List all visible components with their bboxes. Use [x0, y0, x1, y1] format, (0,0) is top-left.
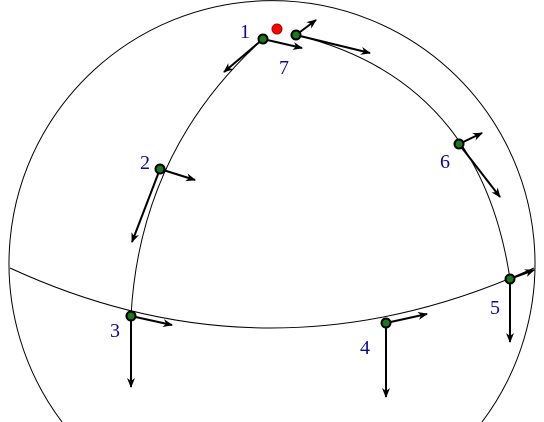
nodes — [125, 23, 516, 329]
sphere-outline — [8, 0, 536, 422]
arrow-7b — [295, 34, 371, 55]
node-5 — [504, 273, 516, 285]
left-meridian-arc — [130, 38, 264, 317]
label-2: 2 — [140, 152, 150, 174]
node-7 — [290, 29, 302, 41]
arrow-2b — [131, 168, 161, 243]
label-5: 5 — [490, 297, 500, 319]
arrow-1a — [223, 38, 264, 73]
arrow-1b — [262, 38, 303, 50]
labels: 1 2 3 4 5 6 7 — [110, 21, 500, 359]
right-meridian-arc — [295, 34, 511, 280]
label-3: 3 — [110, 320, 120, 342]
node-2 — [154, 163, 166, 175]
arrow-3b — [130, 315, 173, 327]
node-3 — [125, 310, 137, 322]
label-6: 6 — [440, 151, 450, 173]
node-6 — [453, 138, 465, 150]
arrow-2a — [159, 168, 196, 182]
node-1 — [257, 33, 269, 45]
lower-great-circle — [9, 267, 535, 329]
label-7: 7 — [279, 57, 289, 79]
arrow-6b — [458, 143, 501, 198]
label-1: 1 — [240, 21, 250, 43]
red-marker — [271, 23, 283, 35]
arrow-4b — [385, 312, 428, 324]
node-4 — [380, 317, 392, 329]
velocity-arrows — [127, 19, 535, 398]
label-4: 4 — [360, 337, 370, 359]
